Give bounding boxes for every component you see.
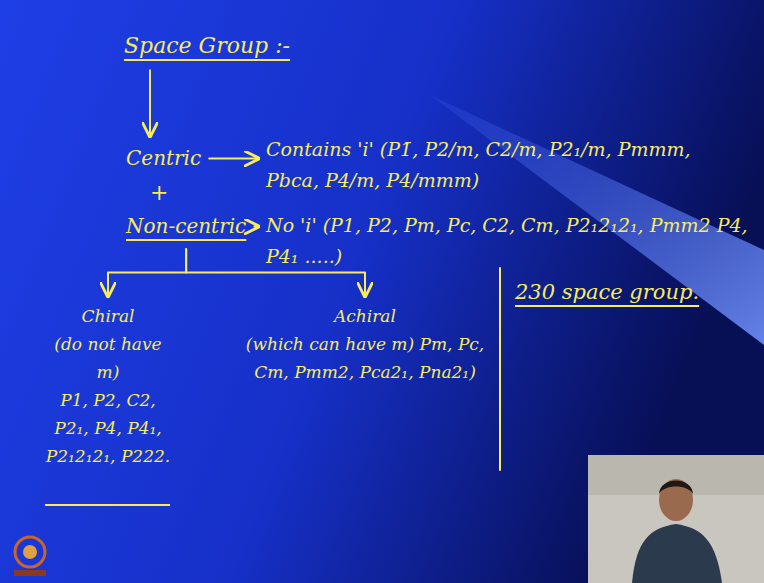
- logo-ring: [15, 537, 45, 567]
- text-node: Achiral(which can have m) Pm, Pc, Cm, Pm…: [240, 300, 490, 388]
- connector-arrow: [209, 158, 258, 160]
- text-node: Centric: [122, 140, 205, 177]
- logo-bar: [14, 570, 46, 576]
- annotation-label: +: [150, 180, 168, 205]
- handwritten-text: Chiral: [42, 302, 174, 330]
- logo-core: [23, 545, 37, 559]
- text-node: Space Group :-: [120, 26, 294, 66]
- handwritten-text: (do not have m): [42, 330, 174, 386]
- presenter-head: [659, 479, 693, 521]
- handwritten-text: Achiral: [244, 302, 486, 330]
- handwritten-text: Space Group :-: [124, 28, 290, 64]
- handwritten-text: P1, P2, C2, P2₁, P4, P4₁, P2₁2₁2₁, P222.: [42, 386, 174, 470]
- connector-arrow: [149, 70, 151, 136]
- handwritten-text: Contains 'i' (P1̄, P2/m, C2/m, P2₁/m, Pm…: [266, 134, 748, 197]
- text-node: Non-centric: [122, 208, 250, 245]
- presenter-body: [632, 524, 722, 583]
- text-node: Chiral(do not have m)P1, P2, C2, P2₁, P4…: [38, 300, 178, 472]
- connector-arrow: [254, 226, 258, 228]
- handwritten-text: Centric: [126, 142, 201, 175]
- underline-stroke: [45, 504, 170, 506]
- presenter-hair: [659, 481, 693, 495]
- handwritten-text: (which can have m) Pm, Pc, Cm, Pmm2, Pca…: [244, 330, 486, 386]
- video-frame: [588, 455, 764, 583]
- connector-arrow: [108, 249, 186, 296]
- text-node: Contains 'i' (P1̄, P2/m, C2/m, P2₁/m, Pm…: [262, 132, 752, 199]
- video-inset: [588, 455, 764, 583]
- nptel-logo: [14, 537, 46, 576]
- text-node: No 'i' (P1, P2, Pm, Pc, C2, Cm, P2₁2₁2₁,…: [262, 208, 752, 275]
- annotation-label: 230 space group.: [515, 280, 699, 304]
- handwritten-text: Non-centric: [126, 210, 246, 243]
- divider-line: [499, 268, 501, 470]
- handwritten-text: No 'i' (P1, P2, Pm, Pc, C2, Cm, P2₁2₁2₁,…: [266, 210, 748, 273]
